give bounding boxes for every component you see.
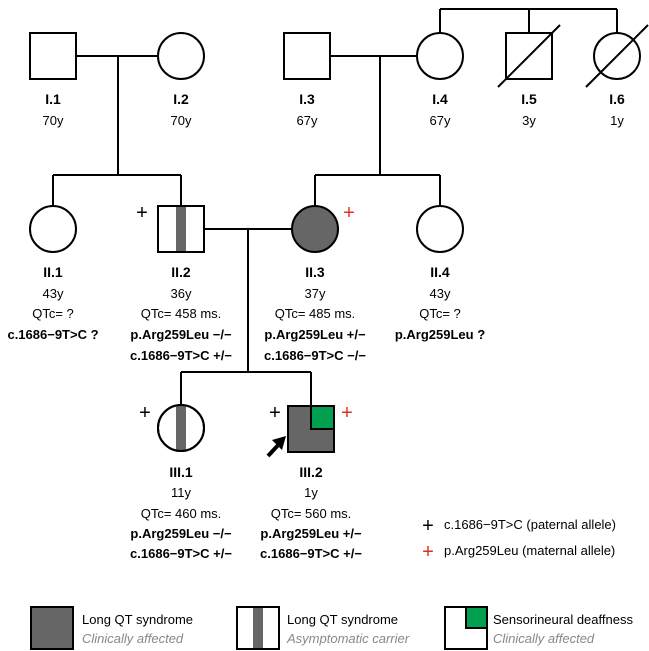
paternal-allele-marker-III2: + bbox=[269, 402, 281, 424]
female-carrier-symbol-III1 bbox=[157, 404, 205, 452]
maternal-key-marker: + bbox=[422, 541, 434, 563]
label-II2-v1: p.Arg259Leu −/− bbox=[130, 327, 232, 342]
label-II4-age: 43y bbox=[430, 286, 451, 301]
legend-deafness: Sensorineural deaffness Clinically affec… bbox=[444, 606, 633, 650]
label-III2-v1: p.Arg259Leu +/− bbox=[260, 526, 362, 541]
affected-male-proband-symbol-III2 bbox=[287, 405, 335, 453]
female-symbol-I4 bbox=[416, 32, 464, 80]
legend-carrier-subtitle: Asymptomatic carrier bbox=[286, 631, 410, 646]
label-I4-id: I.4 bbox=[432, 91, 448, 107]
label-II4-id: II.4 bbox=[430, 264, 450, 280]
label-III2-age: 1y bbox=[304, 485, 318, 500]
maternal-allele-marker-III2: + bbox=[341, 402, 353, 424]
female-symbol-II4 bbox=[416, 205, 464, 253]
label-II3-v2: c.1686−9T>C −/− bbox=[264, 348, 366, 363]
label-I5-age: 3y bbox=[522, 113, 536, 128]
label-II4-v1: p.Arg259Leu ? bbox=[395, 327, 485, 342]
legend-deafness-swatch bbox=[465, 606, 488, 629]
label-III1-v2: c.1686−9T>C +/− bbox=[130, 546, 232, 561]
male-symbol-I3 bbox=[283, 32, 331, 80]
generation-2-lines bbox=[52, 174, 441, 372]
legend-affected-subtitle: Clinically affected bbox=[82, 631, 184, 646]
legend-deafness-subtitle: Clinically affected bbox=[493, 631, 595, 646]
label-II4-qtc: QTc= ? bbox=[419, 306, 461, 321]
label-III2-qtc: QTc= 560 ms. bbox=[271, 506, 352, 521]
label-II1-id: II.1 bbox=[43, 264, 63, 280]
label-III2-id: III.2 bbox=[299, 464, 323, 480]
paternal-key-label: c.1686−9T>C (paternal allele) bbox=[444, 517, 616, 532]
label-II3-qtc: QTc= 485 ms. bbox=[275, 306, 356, 321]
legend: Long QT syndrome Clinically affected Lon… bbox=[30, 606, 633, 650]
maternal-key-label: p.Arg259Leu (maternal allele) bbox=[444, 543, 615, 558]
label-I1-id: I.1 bbox=[45, 91, 61, 107]
legend-affected: Long QT syndrome Clinically affected bbox=[30, 606, 193, 650]
label-III1-id: III.1 bbox=[169, 464, 193, 480]
label-I4-age: 67y bbox=[430, 113, 451, 128]
label-II1-v1: c.1686−9T>C ? bbox=[7, 327, 98, 342]
deceased-male-symbol-I5 bbox=[497, 24, 561, 88]
label-I1-age: 70y bbox=[43, 113, 64, 128]
proband-arrow-icon bbox=[266, 436, 286, 458]
label-III1-qtc: QTc= 460 ms. bbox=[141, 506, 222, 521]
paternal-allele-marker-III1: + bbox=[139, 402, 151, 424]
legend-carrier: Long QT syndrome Asymptomatic carrier bbox=[236, 606, 410, 650]
label-I5-id: I.5 bbox=[521, 91, 537, 107]
label-III2-v2: c.1686−9T>C +/− bbox=[260, 546, 362, 561]
label-II3-age: 37y bbox=[305, 286, 326, 301]
legend-deafness-title: Sensorineural deaffness bbox=[493, 612, 633, 627]
legend-affected-swatch bbox=[30, 606, 74, 650]
label-I3-id: I.3 bbox=[299, 91, 315, 107]
label-II3-id: II.3 bbox=[305, 264, 325, 280]
label-I6-age: 1y bbox=[610, 113, 624, 128]
female-symbol-I2 bbox=[157, 32, 205, 80]
label-II2-v2: c.1686−9T>C +/− bbox=[130, 348, 232, 363]
legend-carrier-bar bbox=[253, 608, 263, 648]
paternal-key-marker: + bbox=[422, 515, 434, 537]
legend-carrier-title: Long QT syndrome bbox=[287, 612, 398, 627]
label-I6-id: I.6 bbox=[609, 91, 625, 107]
generation-3-lines bbox=[180, 371, 312, 406]
legend-affected-title: Long QT syndrome bbox=[82, 612, 193, 627]
label-II3-v1: p.Arg259Leu +/− bbox=[264, 327, 366, 342]
label-I3-age: 67y bbox=[297, 113, 318, 128]
male-symbol-I1 bbox=[29, 32, 77, 80]
label-II1-qtc: QTc= ? bbox=[32, 306, 74, 321]
affected-female-symbol-II3 bbox=[291, 205, 339, 253]
male-carrier-symbol-II2 bbox=[157, 205, 205, 253]
label-III1-age: 11y bbox=[171, 485, 191, 500]
label-I2-age: 70y bbox=[171, 113, 192, 128]
paternal-allele-marker-II2: + bbox=[136, 202, 148, 224]
label-I2-id: I.2 bbox=[173, 91, 189, 107]
label-II2-id: II.2 bbox=[171, 264, 191, 280]
allele-key: + c.1686−9T>C (paternal allele) + p.Arg2… bbox=[422, 515, 616, 563]
label-III1-v1: p.Arg259Leu −/− bbox=[130, 526, 232, 541]
female-symbol-II1 bbox=[29, 205, 77, 253]
label-II2-qtc: QTc= 458 ms. bbox=[141, 306, 222, 321]
label-II2-age: 36y bbox=[171, 286, 192, 301]
maternal-allele-marker-II3: + bbox=[343, 202, 355, 224]
deceased-female-symbol-I6 bbox=[585, 24, 649, 88]
label-II1-age: 43y bbox=[43, 286, 64, 301]
